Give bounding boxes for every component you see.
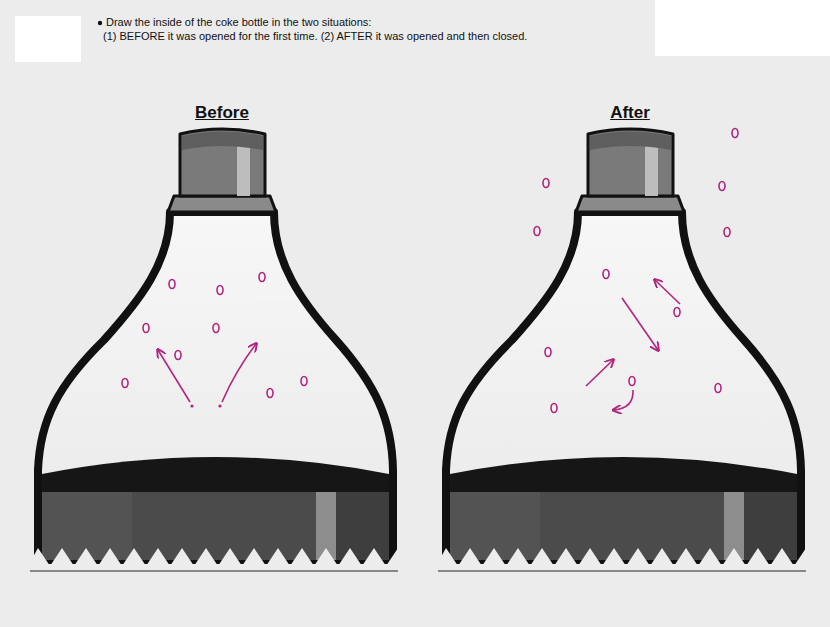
bottle-before [28, 129, 404, 580]
motion-arrow [586, 360, 613, 386]
gas-particle [217, 286, 223, 295]
instruction-text: (1) BEFORE it was opened for the first t… [103, 30, 527, 43]
particle-dot [190, 404, 193, 407]
gas-particle [551, 404, 557, 413]
gas-particle [259, 273, 265, 282]
motion-arrow [622, 298, 658, 350]
motion-arrow [614, 390, 633, 410]
motion-arrow [158, 350, 190, 402]
gas-particle [169, 280, 175, 289]
gas-particle [301, 377, 307, 386]
gas-particle [629, 377, 635, 386]
blank-patch [15, 16, 81, 62]
gas-particle [267, 389, 273, 398]
motion-arrow [222, 344, 256, 402]
gas-particle [534, 227, 540, 236]
gas-particle [175, 351, 181, 360]
gas-particle [122, 379, 128, 388]
panel-heading: After [560, 103, 700, 123]
panel-heading: Before [152, 103, 292, 123]
particle-dot [218, 404, 221, 407]
bottle-after [436, 129, 812, 580]
gas-particle [715, 384, 721, 393]
bullet-dot [98, 21, 102, 25]
gas-particle [732, 129, 738, 138]
motion-arrow [655, 280, 680, 304]
gas-particle [674, 308, 680, 317]
blank-patch [655, 0, 830, 56]
gas-particle [143, 324, 149, 333]
gas-particle [213, 324, 219, 333]
gas-particle [719, 182, 725, 191]
gas-particle [543, 179, 549, 188]
gas-particle [603, 270, 609, 279]
gas-particle [724, 228, 730, 237]
instruction-text: Draw the inside of the coke bottle in th… [106, 16, 371, 29]
gas-particle [545, 348, 551, 357]
gas-particles [122, 129, 738, 413]
